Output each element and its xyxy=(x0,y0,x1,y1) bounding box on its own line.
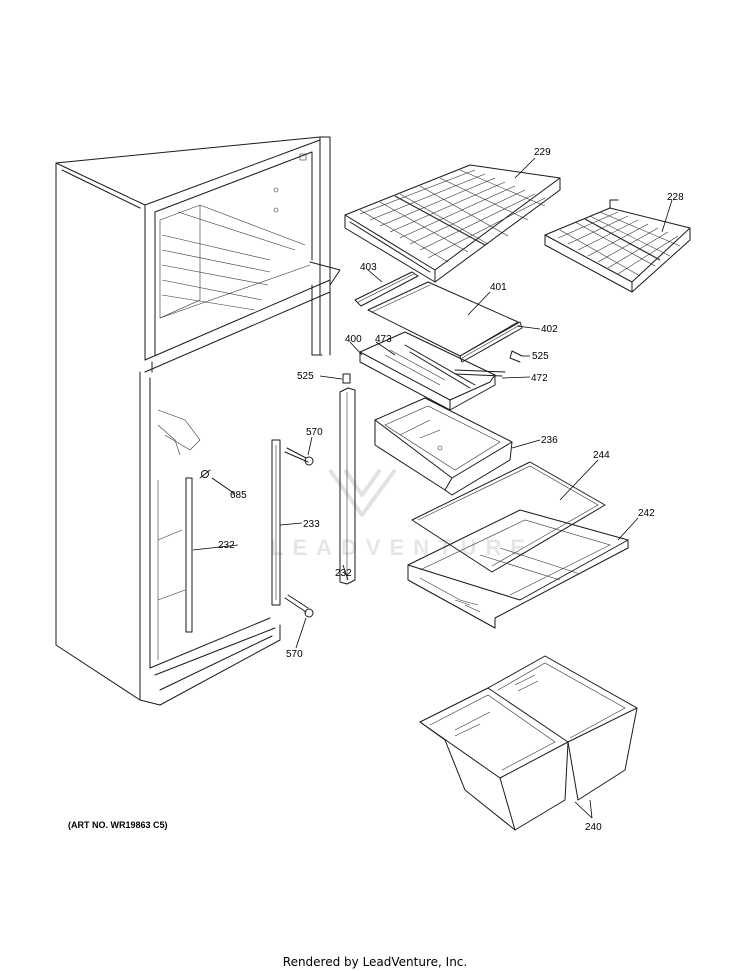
callout-labels: 229 228 403 401 402 400 473 525 525 472 … xyxy=(218,147,684,833)
part-232-rail-center xyxy=(339,387,356,585)
callout-240: 240 xyxy=(585,822,602,833)
callout-525-left: 525 xyxy=(297,371,314,382)
part-570-screw-lower xyxy=(284,594,314,618)
callout-400: 400 xyxy=(345,334,362,345)
part-525-clip xyxy=(342,350,523,384)
callout-472: 472 xyxy=(531,373,548,384)
part-473-shelf-frame xyxy=(359,331,506,411)
part-244-crisper-cover xyxy=(411,461,606,573)
callout-242: 242 xyxy=(638,508,655,519)
callout-228: 228 xyxy=(667,192,684,203)
callout-233: 233 xyxy=(303,519,320,530)
callout-402: 402 xyxy=(541,324,558,335)
leader-lines xyxy=(192,157,673,819)
callout-473: 473 xyxy=(375,334,392,345)
refrigerator-cabinet xyxy=(55,136,341,706)
callout-244: 244 xyxy=(593,450,610,461)
part-229-wire-shelf xyxy=(344,164,561,283)
callout-232-left: 232 xyxy=(218,540,235,551)
part-685-fastener xyxy=(199,469,211,479)
callout-403: 403 xyxy=(360,262,377,273)
art-number: (ART NO. WR19863 C5) xyxy=(68,820,168,830)
watermark-logo xyxy=(328,468,397,517)
part-242-crisper-frame xyxy=(407,509,629,629)
callout-401: 401 xyxy=(490,282,507,293)
part-240-crisper-drawers xyxy=(419,655,638,831)
part-228-wire-shelf xyxy=(544,199,691,293)
callout-229: 229 xyxy=(534,147,551,158)
part-236-deli-pan xyxy=(374,397,513,496)
part-401-glass-shelf xyxy=(354,271,523,363)
callout-570-lower: 570 xyxy=(286,649,303,660)
callout-232-center: 232 xyxy=(335,568,352,579)
callout-570-upper: 570 xyxy=(306,427,323,438)
part-570-screw-upper xyxy=(284,447,314,466)
footer-credit: Rendered by LeadVenture, Inc. xyxy=(282,955,468,969)
callout-525-right: 525 xyxy=(532,351,549,362)
callout-685: 685 xyxy=(230,490,247,501)
part-233-rail xyxy=(271,439,281,606)
part-232-rail-left xyxy=(185,477,193,633)
callout-236: 236 xyxy=(541,435,558,446)
